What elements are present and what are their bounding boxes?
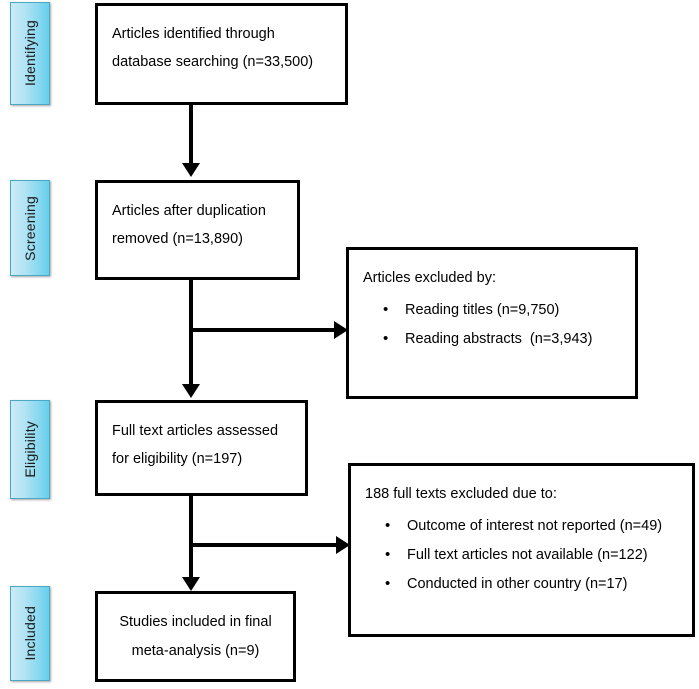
node-articles-after-duplication-line2: removed (n=13,890) [112, 231, 243, 248]
arrowhead-fulltext-to-included [182, 577, 200, 591]
node-studies-included-line1: Studies included in final [119, 613, 272, 630]
connector-fulltext-to-excluded-fulltext [189, 543, 338, 547]
stage-label-screening-text: Screening [22, 195, 38, 261]
node-fulltext-assessed-line1: Full text articles assessed [112, 423, 279, 439]
node-articles-identified-line2: database searching (n=33,500) [112, 54, 314, 71]
connector-identified-to-dedup [189, 105, 193, 164]
arrowhead-fulltext-to-excluded-fulltext [336, 536, 350, 554]
excluded-fulltext-reason-list: Outcome of interest not reported (n=49) … [365, 511, 678, 599]
list-item: Reading titles (n=9,750) [383, 295, 621, 325]
stage-label-included-text: Included [22, 606, 38, 661]
node-studies-included: Studies included in final meta-analysis … [95, 591, 296, 682]
node-articles-after-duplication: Articles after duplication removed (n=13… [95, 180, 300, 280]
list-item: Reading abstracts (n=3,943) [383, 324, 621, 354]
node-articles-excluded-screening: Articles excluded by: Reading titles (n=… [346, 247, 638, 399]
stage-label-eligibility-text: Eligibility [22, 421, 38, 478]
arrowhead-dedup-to-excluded-screening [334, 321, 348, 339]
node-fulltext-excluded-heading: 188 full texts excluded due to: [365, 486, 557, 502]
connector-fulltext-to-included [189, 496, 193, 581]
node-fulltext-assessed-line2: for eligibility (n=197) [112, 451, 243, 468]
stage-label-eligibility: Eligibility [10, 400, 50, 499]
node-articles-excluded-screening-heading: Articles excluded by: [363, 270, 496, 286]
node-studies-included-line2: meta-analysis (n=9) [131, 642, 260, 659]
arrowhead-dedup-to-fulltext [182, 384, 200, 398]
connector-dedup-to-fulltext [189, 280, 193, 385]
node-fulltext-excluded: 188 full texts excluded due to: Outcome … [348, 463, 695, 637]
list-item: Conducted in other country (n=17) [385, 569, 678, 599]
stage-label-identifying: Identifying [10, 2, 50, 105]
node-articles-after-duplication-line1: Articles after duplication [112, 203, 266, 219]
excluded-screening-reason-list: Reading titles (n=9,750) Reading abstrac… [363, 295, 621, 354]
connector-dedup-to-excluded-screening [189, 328, 336, 332]
stage-label-included: Included [10, 586, 50, 681]
stage-label-identifying-text: Identifying [22, 20, 38, 87]
node-fulltext-assessed: Full text articles assessed for eligibil… [95, 400, 308, 496]
stage-label-screening: Screening [10, 180, 50, 276]
node-articles-identified-line1: Articles identified through [112, 26, 275, 42]
arrowhead-identified-to-dedup [182, 163, 200, 177]
list-item: Full text articles not available (n=122) [385, 540, 678, 570]
list-item: Outcome of interest not reported (n=49) [385, 511, 678, 541]
node-articles-identified: Articles identified through database sea… [95, 3, 348, 105]
